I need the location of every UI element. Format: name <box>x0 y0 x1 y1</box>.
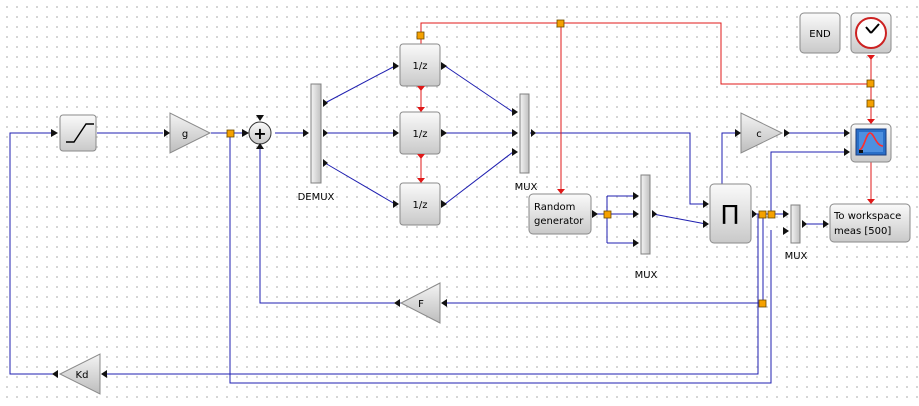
link-g-split-loop[interactable] <box>229 133 772 384</box>
random-line2: generator <box>534 216 584 227</box>
split-point[interactable] <box>556 19 565 28</box>
split-point[interactable] <box>758 299 767 308</box>
random-generator-block[interactable]: Random generator <box>528 189 598 235</box>
mux2-label: MUX <box>635 270 658 281</box>
delay-bot-block[interactable]: 1/z <box>393 178 447 226</box>
ramp-icon <box>66 123 94 143</box>
delay-mid-label: 1/z <box>413 129 428 140</box>
product-label: Π <box>720 201 740 231</box>
gain-g-block[interactable]: g <box>164 112 212 154</box>
ramp-block[interactable] <box>51 114 97 152</box>
delay-top-block[interactable]: 1/z <box>393 31 447 91</box>
mux3-block[interactable]: MUX <box>783 204 808 262</box>
gain-F-block[interactable]: F <box>394 282 447 324</box>
scope-icon <box>855 128 887 156</box>
split-point[interactable] <box>603 210 612 219</box>
demux-label: DEMUX <box>298 192 335 203</box>
link-random-to-mux2[interactable] <box>594 195 633 244</box>
gain-F-label: F <box>418 299 424 310</box>
scope-block[interactable] <box>844 119 892 163</box>
link-demux-to-delay-top[interactable] <box>324 65 396 104</box>
clock-icon <box>855 17 887 49</box>
gain-Kd-block[interactable]: Kd <box>52 353 107 395</box>
product-block[interactable]: Π <box>703 183 757 244</box>
split-point[interactable] <box>758 210 767 219</box>
mux1-label: MUX <box>515 182 538 193</box>
random-line1: Random <box>534 202 575 213</box>
sum-block[interactable]: + <box>242 115 272 149</box>
activation-to-delays[interactable] <box>420 22 871 85</box>
link-delay-top-to-mux1[interactable] <box>444 65 514 113</box>
mux2-block[interactable]: MUX <box>633 174 658 281</box>
link-demux-to-delay-bot[interactable] <box>324 162 396 205</box>
sum-symbol: + <box>253 124 266 143</box>
link-Kd-to-ramp[interactable] <box>9 132 57 375</box>
workspace-line2: meas [500] <box>834 226 891 237</box>
gain-Kd-label: Kd <box>76 370 89 381</box>
demux-block[interactable]: DEMUX <box>298 83 335 203</box>
split-points <box>226 19 875 308</box>
split-point[interactable] <box>767 210 776 219</box>
end-label: END <box>809 29 831 40</box>
link-delay-bot-to-mux1[interactable] <box>444 151 514 205</box>
link-to-Kd-gain[interactable] <box>103 214 759 375</box>
split-point[interactable] <box>866 79 875 88</box>
gain-c-block[interactable]: c <box>735 112 790 154</box>
gain-g-label: g <box>182 129 188 140</box>
delay-bot-label: 1/z <box>413 200 428 211</box>
link-mux3-to-scope[interactable] <box>770 151 847 214</box>
delay-top-label: 1/z <box>413 61 428 72</box>
end-block[interactable]: END <box>799 12 841 54</box>
delay-mid-block[interactable]: 1/z <box>393 107 447 159</box>
split-point[interactable] <box>866 99 875 108</box>
split-point[interactable] <box>226 129 235 138</box>
to-workspace-block[interactable]: To workspace meas [500] <box>823 199 911 243</box>
mux3-label: MUX <box>785 251 808 262</box>
mux1-block[interactable]: MUX <box>512 93 538 193</box>
gain-c-label: c <box>756 129 762 140</box>
clock-block[interactable] <box>850 12 892 60</box>
link-mux1-to-product[interactable] <box>530 132 706 205</box>
link-mux2-to-product[interactable] <box>652 213 707 225</box>
activation-links <box>420 22 872 200</box>
link-F-to-sum[interactable] <box>259 149 401 304</box>
workspace-line1: To workspace <box>833 211 901 222</box>
